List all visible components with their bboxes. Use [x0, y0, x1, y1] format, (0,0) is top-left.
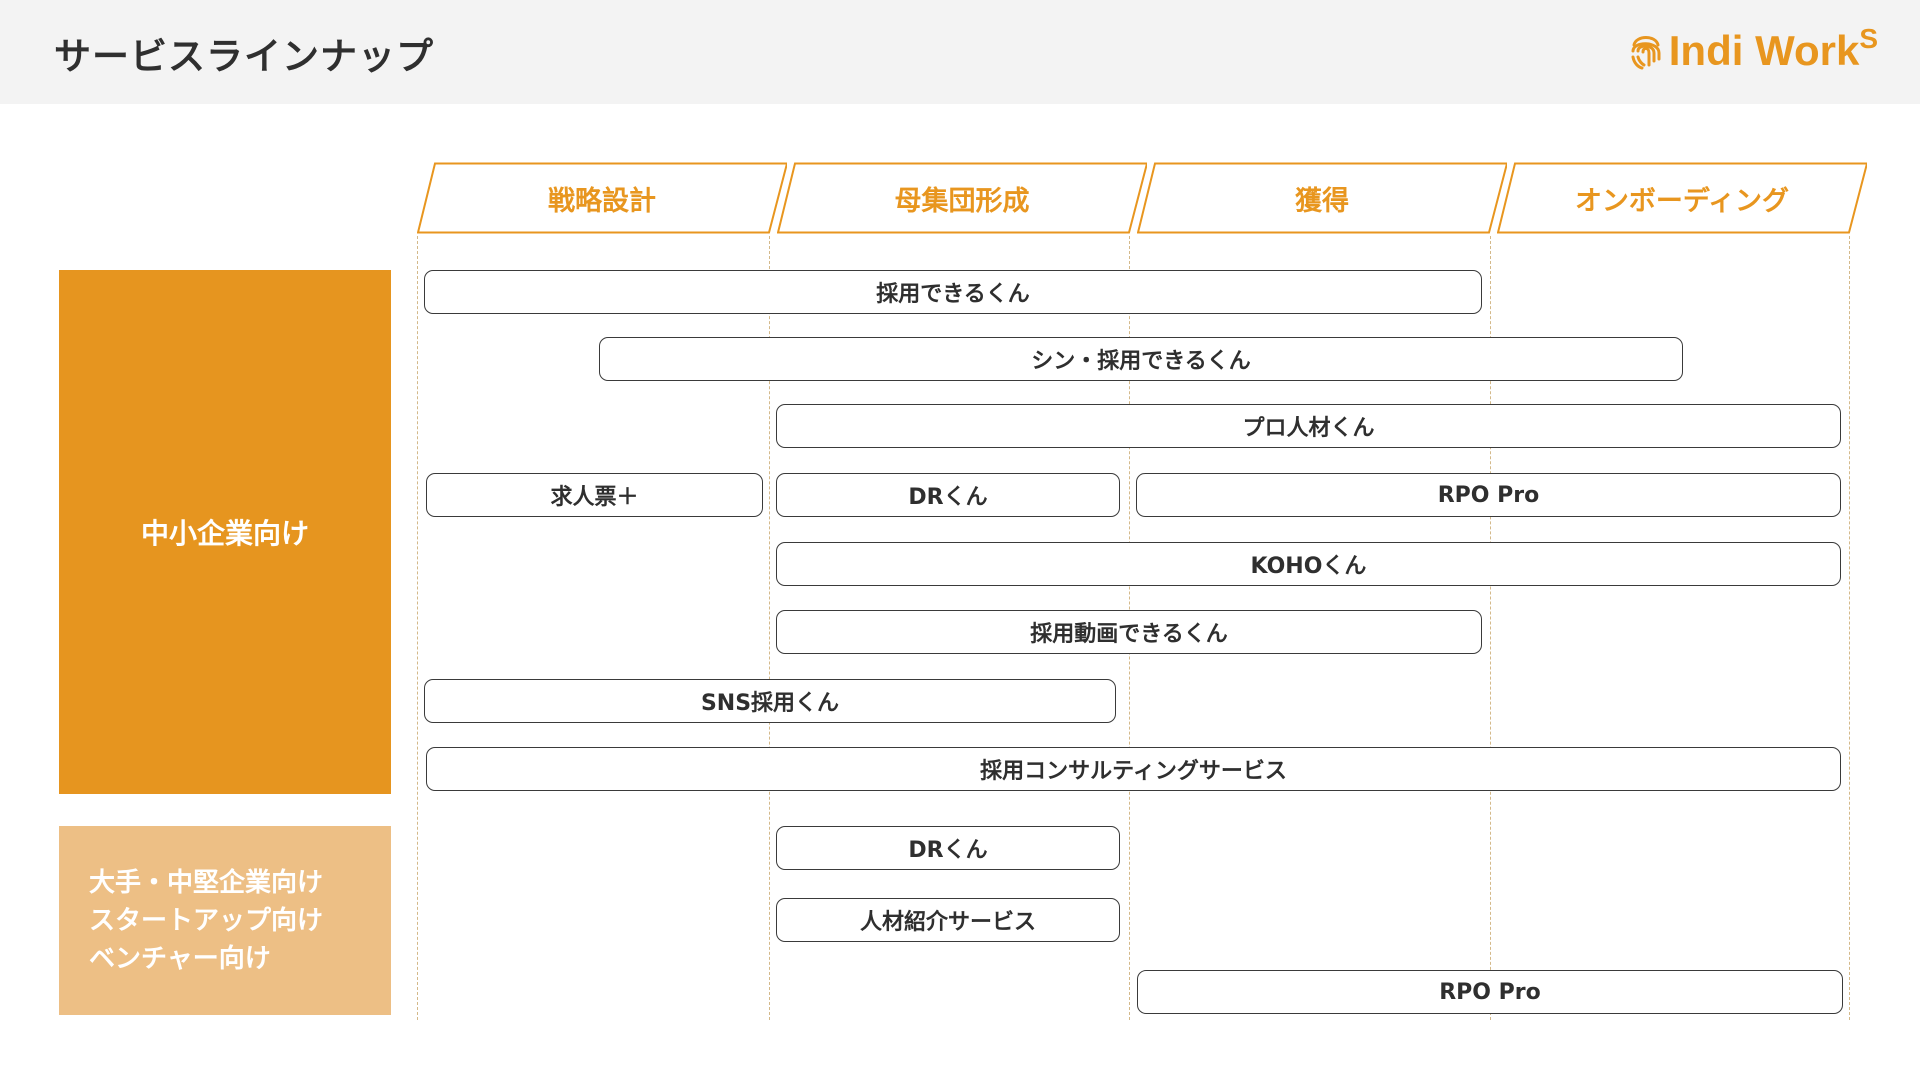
segment-sme: 中小企業向け: [59, 270, 391, 794]
logo-sup: S: [1859, 23, 1878, 54]
segment-large-line: ベンチャー向け: [89, 943, 271, 974]
service-saiyou-dekiru-kun[interactable]: 採用できるくん: [424, 270, 1482, 314]
service-saiyou-douga-dekiru-kun[interactable]: 採用動画できるくん: [776, 610, 1482, 654]
service-jinzai-shoukai[interactable]: 人材紹介サービス: [776, 898, 1120, 942]
phase-label: オンボーディング: [1574, 185, 1790, 217]
fingerprint-icon: [1631, 36, 1661, 70]
service-shin-saiyou-dekiru-kun[interactable]: シン・採用できるくん: [599, 337, 1683, 381]
service-pro-jinzai-kun[interactable]: プロ人材くん: [776, 404, 1841, 448]
service-dr-kun-large[interactable]: DRくん: [776, 826, 1120, 870]
segment-large: 大手・中堅企業向け スタートアップ向け ベンチャー向け: [59, 826, 391, 1015]
segment-large-line: スタートアップ向け: [89, 905, 324, 936]
phase-label: 母集団形成: [894, 185, 1030, 217]
segment-sme-label: 中小企業向け: [140, 517, 309, 550]
column-divider: [769, 236, 770, 1020]
column-divider: [417, 236, 418, 1020]
service-koho-kun[interactable]: KOHOくん: [776, 542, 1841, 586]
phase-header-acquisition: 獲得: [1137, 162, 1507, 234]
column-divider: [1849, 236, 1850, 1020]
phase-header-strategy: 戦略設計: [417, 162, 787, 234]
service-kyujinhyo-plus[interactable]: 求人票＋: [426, 473, 763, 517]
service-dr-kun[interactable]: DRくん: [776, 473, 1120, 517]
phase-header-onboarding: オンボーディング: [1497, 162, 1867, 234]
logo-text: Indi Work: [1668, 27, 1860, 74]
service-saiyou-consulting[interactable]: 採用コンサルティングサービス: [426, 747, 1841, 791]
phase-label: 戦略設計: [548, 185, 656, 217]
page-title: サービスラインナップ: [54, 35, 434, 78]
column-divider: [1490, 236, 1491, 1020]
segment-large-line: 大手・中堅企業向け: [89, 867, 324, 898]
service-rpo-pro-large[interactable]: RPO Pro: [1137, 970, 1843, 1014]
phase-header-population: 母集団形成: [777, 162, 1147, 234]
service-sns-saiyou-kun[interactable]: SNS採用くん: [424, 679, 1116, 723]
service-rpo-pro[interactable]: RPO Pro: [1136, 473, 1841, 517]
phase-label: 獲得: [1295, 185, 1349, 217]
